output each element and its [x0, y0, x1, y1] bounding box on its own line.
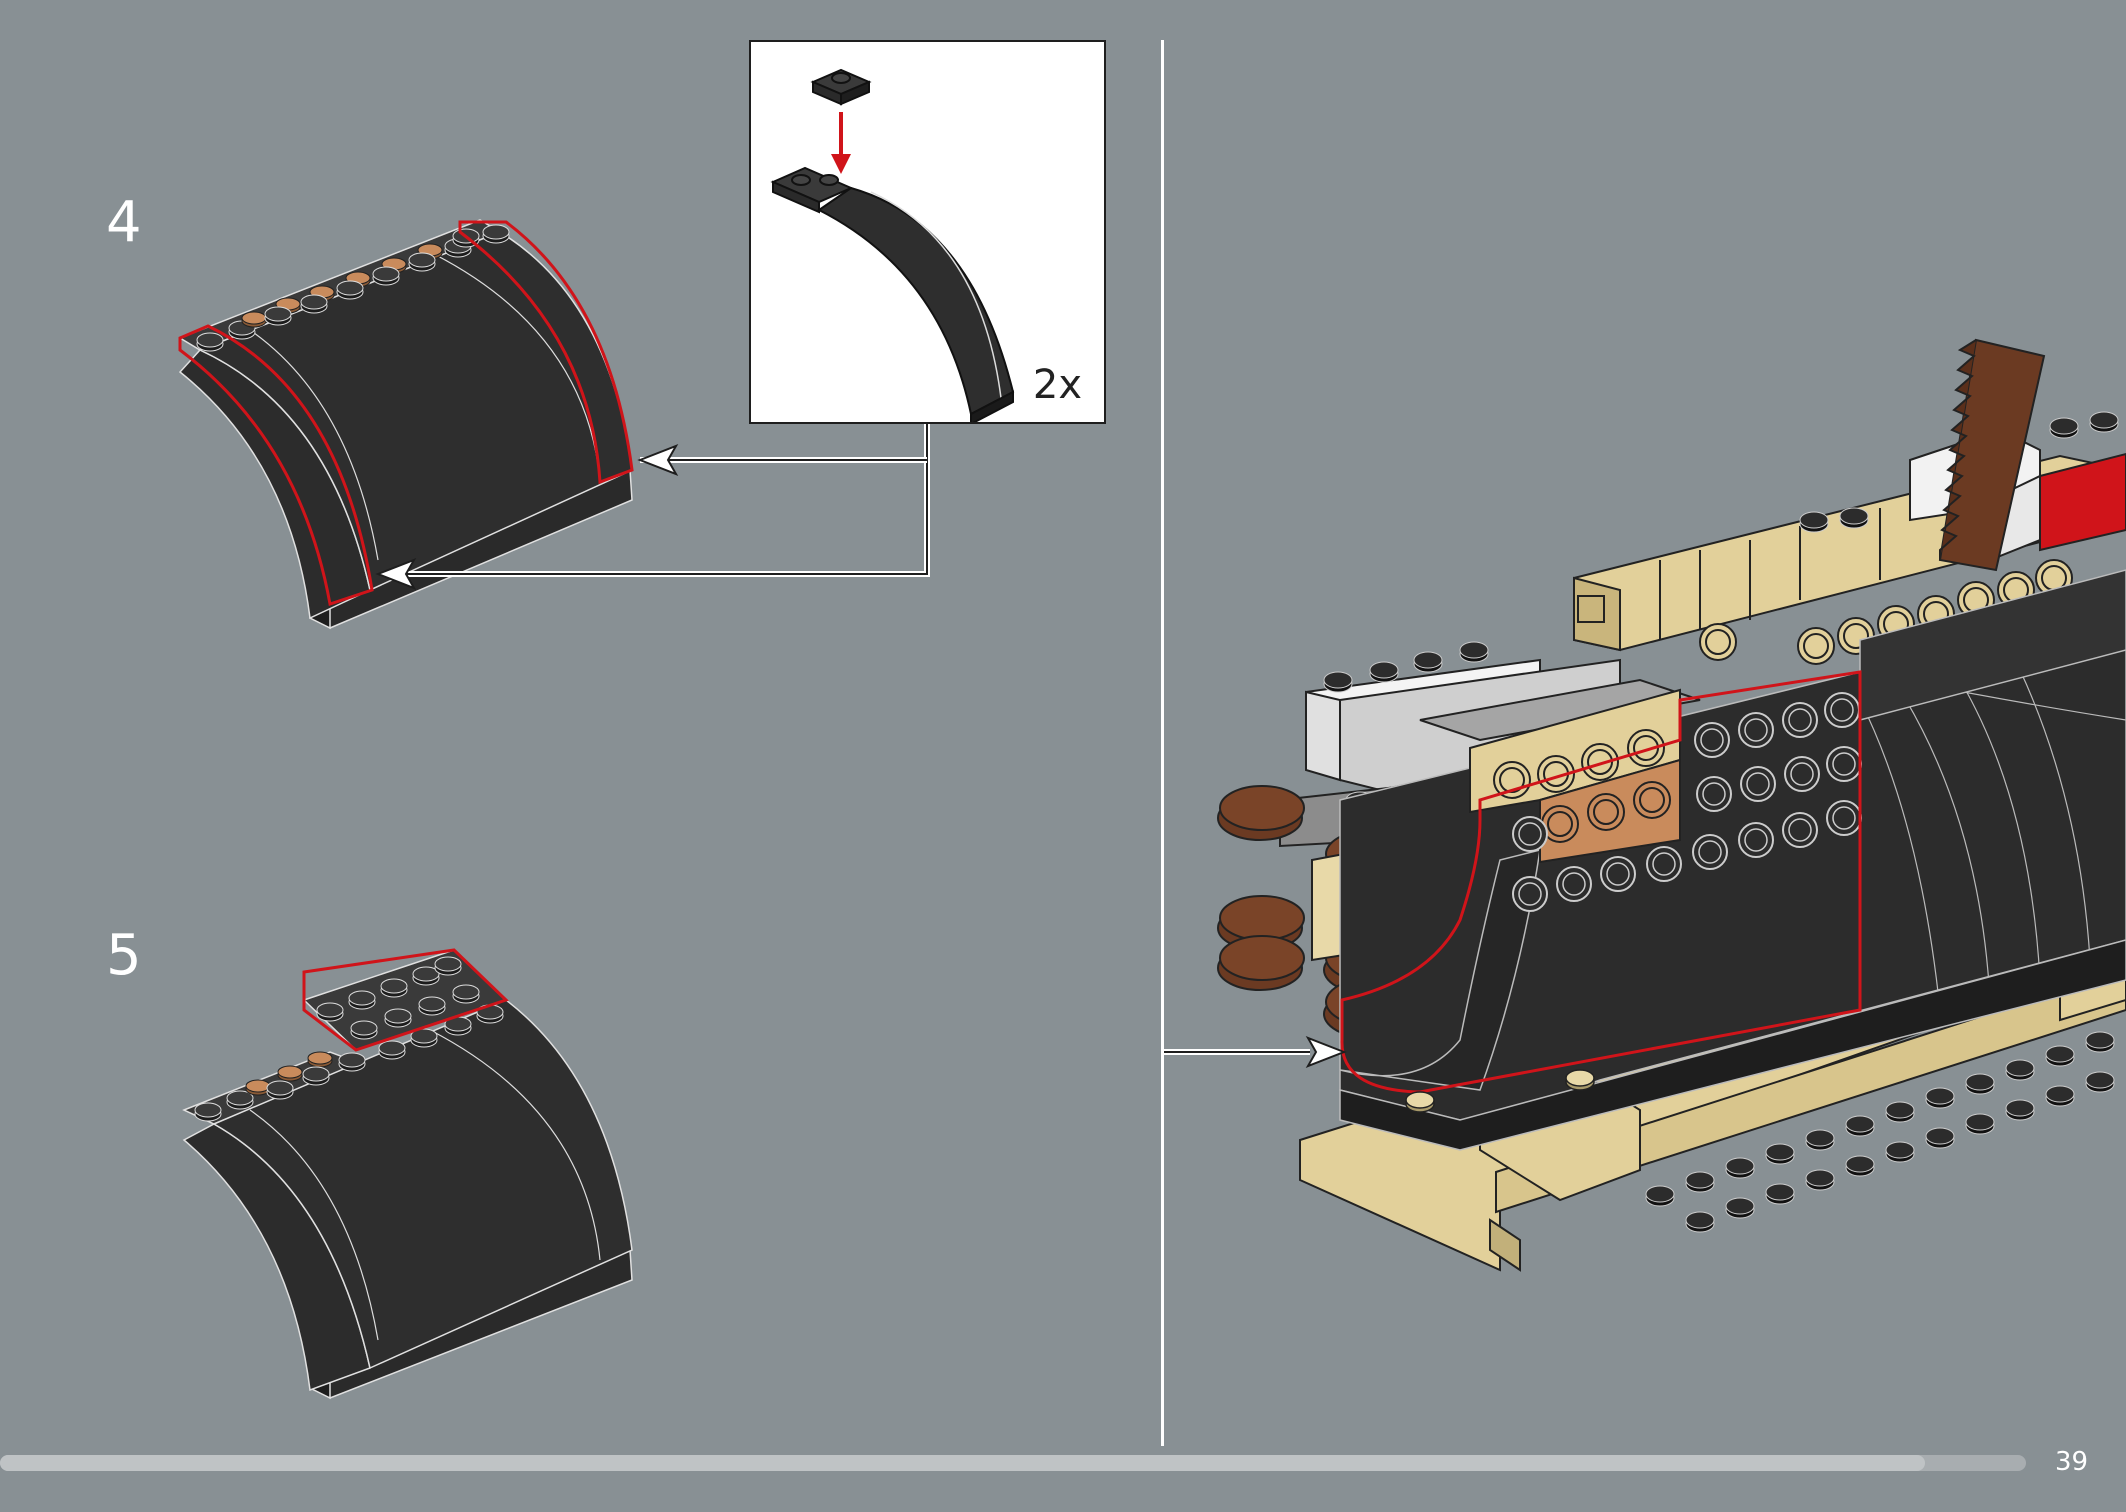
- plate-1x2-icon: [810, 68, 872, 106]
- step-5-model: [182, 948, 633, 1400]
- step-number-5: 5: [106, 923, 142, 988]
- step-4-model: [178, 219, 634, 630]
- page-divider: [1161, 40, 1164, 1446]
- subassembly-callout: 2x: [749, 40, 1106, 426]
- callout-connector: [375, 424, 930, 590]
- quantity-multiplier: 2x: [1032, 362, 1082, 408]
- ship-hull-assembly: [1217, 338, 2126, 1272]
- subassembly-illustration: [770, 68, 1015, 426]
- progress-bar: [0, 1455, 2026, 1471]
- progress-bar-fill: [0, 1455, 1925, 1471]
- curved-slope-icon: [770, 166, 1015, 426]
- insert-arrow-icon: [831, 112, 851, 174]
- arrow-right-icon: [1305, 1036, 1347, 1068]
- arrow-right-icon: [637, 444, 679, 476]
- ladder-piece-icon: [1938, 338, 2046, 572]
- arrow-left-icon: [375, 558, 417, 590]
- hull-arrow: [1164, 1036, 1347, 1068]
- step-number-4: 4: [106, 190, 142, 255]
- page-number: 39: [2055, 1447, 2089, 1477]
